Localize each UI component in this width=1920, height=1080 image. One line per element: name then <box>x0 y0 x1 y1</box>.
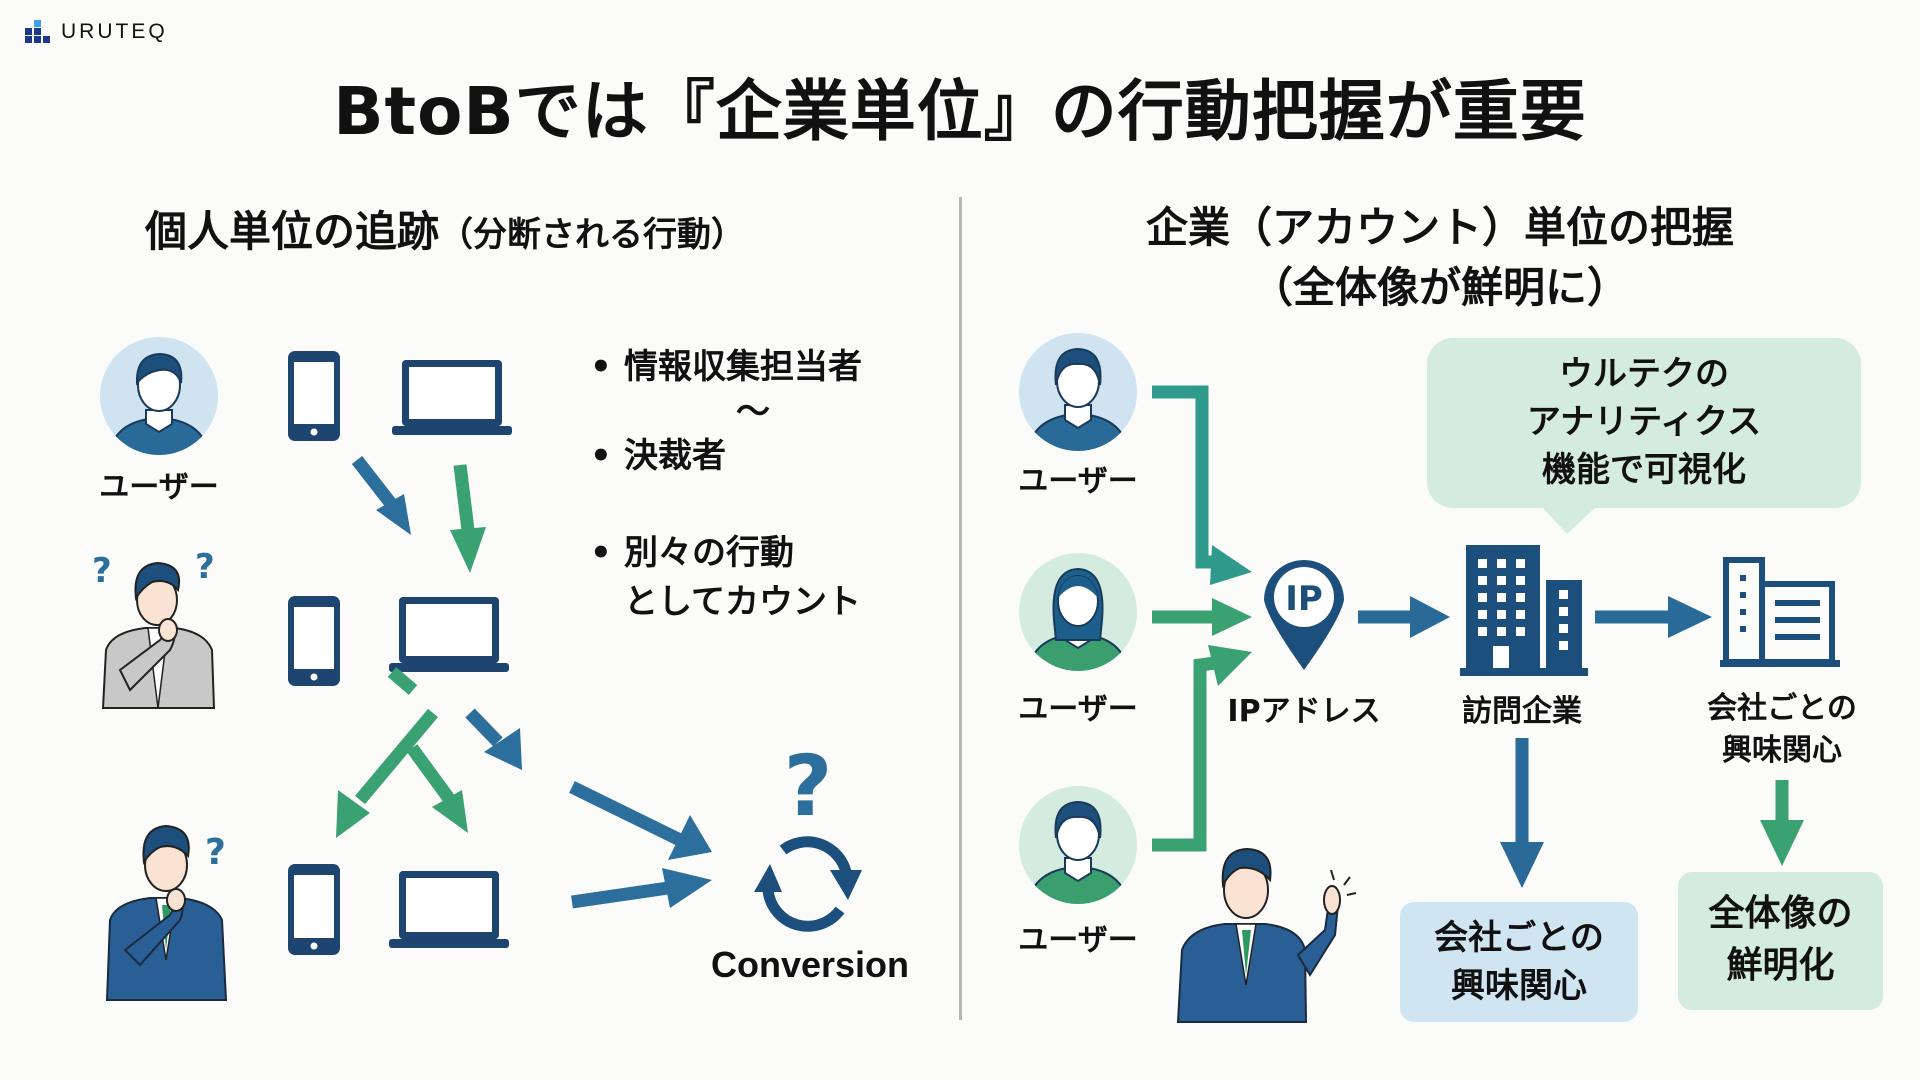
question-mark-icon: ? <box>195 547 215 587</box>
section-divider <box>959 197 962 1020</box>
company-document-icon <box>1720 557 1840 667</box>
left-heading-main: 個人単位の追跡 <box>145 207 440 256</box>
ip-location-pin-icon: IP <box>1264 560 1344 670</box>
brand-logo: URUTEQ <box>25 20 168 44</box>
bullet-text: 情報収集担当者 <box>624 347 862 387</box>
user-avatar-icon <box>1019 333 1137 451</box>
left-heading: 個人単位の追跡（分断される行動） <box>145 198 745 259</box>
right-user-label: ユーザー <box>1018 692 1138 727</box>
bullet-dot: • <box>590 533 612 573</box>
bullet-text: 別々の行動 <box>624 533 794 573</box>
ip-pin-text: IP <box>1285 579 1323 619</box>
smartphone-icon <box>288 351 340 441</box>
visiting-company-label: 訪問企業 <box>1462 694 1582 729</box>
laptop-icon <box>392 360 512 435</box>
overall-clarity-box: 全体像の 鮮明化 <box>1678 872 1883 1010</box>
question-mark-icon: ? <box>784 737 833 835</box>
bullet-connector: 〜 <box>590 392 862 432</box>
callout-tail <box>1542 507 1596 534</box>
ip-address-label: IPアドレス <box>1227 694 1381 729</box>
page-title: BtoBでは『企業単位』の行動把握が重要 <box>333 73 1587 150</box>
pointing-businessman-icon <box>1176 847 1357 1023</box>
conversion-label: Conversion <box>710 944 910 985</box>
bullet-continuation: としてカウント <box>590 578 862 627</box>
smartphone-icon <box>288 596 340 686</box>
analytics-callout: ウルテクの アナリティクス 機能で可視化 <box>1427 338 1861 508</box>
left-heading-sub: （分断される行動） <box>439 215 746 255</box>
question-mark-icon: ? <box>92 551 112 591</box>
confused-person-blue-icon: ? <box>105 824 228 1001</box>
arrow-icon <box>336 456 712 909</box>
company-interest-label: 会社ごとの 興味関心 <box>1707 691 1857 768</box>
user-avatar-icon <box>1019 553 1137 671</box>
bullet-text: 決裁者 <box>624 436 726 476</box>
right-heading-line1: 企業（アカウント）単位の把握 <box>1145 203 1734 252</box>
bullet-item: • 決裁者 <box>590 432 862 481</box>
confused-person-gray-icon: ? ? <box>92 547 216 709</box>
right-user-label: ユーザー <box>1018 923 1138 958</box>
bullet-item: • 別々の行動 <box>590 529 862 578</box>
left-user-label: ユーザー <box>99 470 219 505</box>
role-bullet-list: • 情報収集担当者 〜 • 決裁者 • 別々の行動 としてカウント <box>590 343 862 627</box>
bullet-text: としてカウント <box>624 582 861 622</box>
company-interest-box: 会社ごとの 興味関心 <box>1400 902 1638 1022</box>
office-building-icon <box>1460 545 1588 676</box>
brand-name: URUTEQ <box>61 20 168 43</box>
right-heading-line2: （全体像が鮮明に） <box>1250 263 1629 312</box>
cycle-icon <box>754 836 862 932</box>
user-avatar-icon <box>100 337 218 455</box>
laptop-icon <box>389 597 509 672</box>
laptop-icon <box>389 871 509 948</box>
smartphone-icon <box>288 864 340 955</box>
user-avatar-icon <box>1019 786 1137 904</box>
question-mark-icon: ? <box>205 832 226 873</box>
bullet-dot: • <box>590 436 612 476</box>
connector-arrows <box>1152 385 1804 888</box>
right-user-label: ユーザー <box>1018 464 1138 499</box>
bullet-item: • 情報収集担当者 <box>590 343 862 392</box>
right-heading: 企業（アカウント）単位の把握 （全体像が鮮明に） <box>1090 198 1790 318</box>
bar-blocks-icon <box>25 20 50 43</box>
bullet-dot: • <box>590 347 612 387</box>
tilde-connector: 〜 <box>736 392 770 432</box>
